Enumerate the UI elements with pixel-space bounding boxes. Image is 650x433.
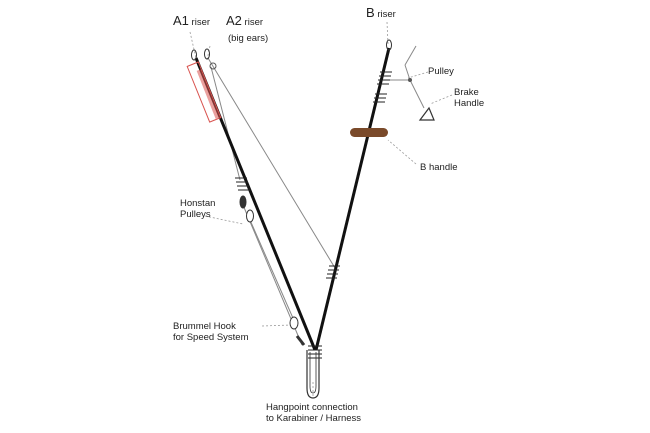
a2-title: A2 xyxy=(226,13,242,28)
brake-handle-shape xyxy=(418,106,435,121)
brummel-line1: Brummel Hook xyxy=(173,321,236,332)
honstan-pulleys xyxy=(239,195,254,223)
leader-lines xyxy=(189,21,453,396)
a1-riser xyxy=(186,49,317,351)
brake-handle-label: Brake Handle xyxy=(454,87,484,109)
a1-title: A1 xyxy=(173,13,189,28)
brake-handle-line2: Handle xyxy=(454,98,485,109)
b-handle-label: B handle xyxy=(420,162,458,173)
a2-note: (big ears) xyxy=(228,33,269,44)
a2-ring xyxy=(209,62,217,70)
b-riser-label: B riser xyxy=(366,5,396,20)
a1-highlight-marker xyxy=(186,61,222,123)
a1-riser-loop xyxy=(191,49,197,61)
hangpoint-line2: to Karabiner / Harness xyxy=(266,413,362,424)
honstan-pulleys-label: Honstan Pulleys xyxy=(180,198,215,220)
b-riser-loop xyxy=(386,39,392,51)
b-handle-shape xyxy=(350,128,388,137)
brummel-line2: for Speed System xyxy=(173,332,249,343)
hangpoint-loop xyxy=(306,350,320,399)
b-subtitle: riser xyxy=(377,9,396,20)
b-pulley xyxy=(408,78,412,82)
a1-riser-label: A1 riser xyxy=(173,13,211,28)
a2-riser-label: A2 riser xyxy=(226,13,264,28)
a2-riser-loop xyxy=(204,48,210,60)
brake-handle-line1: Brake xyxy=(454,87,479,98)
control-lines xyxy=(207,45,425,346)
b-title: B xyxy=(366,5,375,20)
brummel-hook xyxy=(289,316,306,346)
b-riser xyxy=(314,39,392,351)
pulley-label: Pulley xyxy=(428,66,454,77)
hangpoint-line1: Hangpoint connection xyxy=(266,402,358,413)
brummel-hook-label: Brummel Hook for Speed System xyxy=(173,321,249,343)
a1-subtitle: riser xyxy=(191,17,211,28)
honstan-line2: Pulleys xyxy=(180,209,211,220)
stitching xyxy=(235,71,392,359)
honstan-line1: Honstan xyxy=(180,198,216,209)
hangpoint-label: Hangpoint connection to Karabiner / Harn… xyxy=(266,402,361,424)
a2-subtitle: riser xyxy=(244,17,264,28)
